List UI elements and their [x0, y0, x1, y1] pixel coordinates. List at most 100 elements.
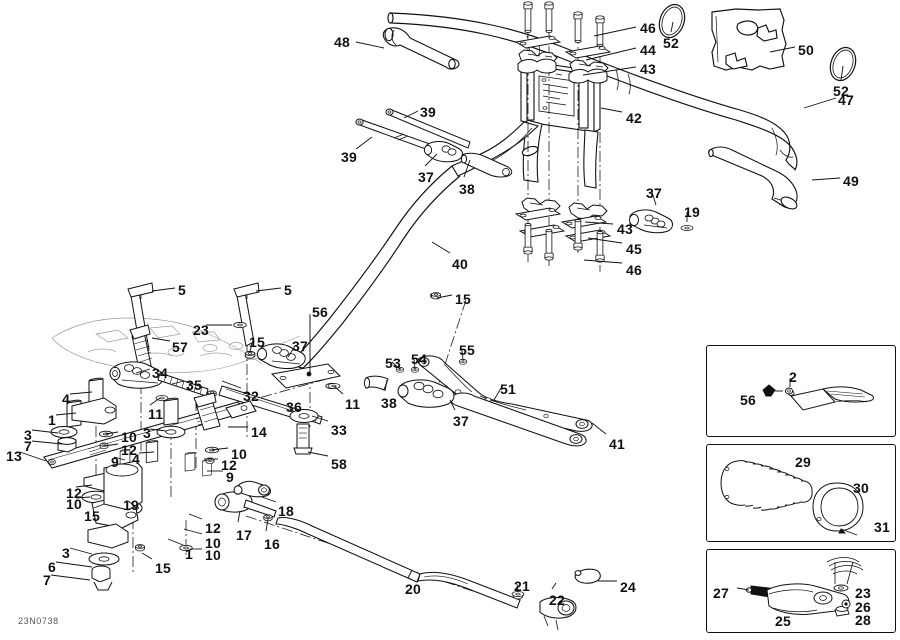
- callout-number-31: 31: [874, 519, 890, 535]
- callout-number-57: 57: [172, 339, 188, 355]
- callout-number-12: 12: [221, 457, 237, 473]
- leader-line-38: [384, 379, 388, 392]
- leader-line-41: [591, 422, 607, 435]
- callout-number-7: 7: [24, 438, 32, 454]
- leader-line-11: [333, 385, 344, 395]
- callout-number-55: 55: [459, 342, 475, 358]
- callout-number-14: 14: [251, 424, 267, 440]
- leader-line-12: [188, 513, 203, 520]
- callout-number-53: 53: [385, 355, 401, 371]
- leader-line-42: [600, 107, 623, 113]
- callout-number-42: 42: [626, 110, 642, 126]
- leader-line-39: [403, 110, 419, 119]
- callout-number-10: 10: [121, 429, 137, 445]
- leader-line-1: [167, 538, 184, 546]
- leader-line-13: [19, 451, 47, 462]
- leader-line-52: [670, 21, 674, 33]
- leader-line-10: [211, 447, 229, 451]
- callout-number-35: 35: [186, 377, 202, 393]
- callout-number-7: 7: [43, 572, 51, 588]
- callout-number-12: 12: [205, 520, 221, 536]
- leader-line-37: [287, 345, 296, 358]
- leader-line-1: [55, 412, 77, 416]
- leader-line-10: [105, 431, 119, 435]
- callout-number-9: 9: [226, 469, 234, 485]
- leader-line-46: [583, 259, 623, 264]
- inset-bracket-detail: [706, 345, 896, 437]
- callout-number-17: 17: [236, 527, 252, 543]
- leader-line-7: [31, 440, 63, 445]
- callout-number-4: 4: [62, 391, 70, 407]
- callout-number-50: 50: [798, 42, 814, 58]
- inset-lever-detail: [706, 549, 896, 633]
- inset-boot-art: [720, 460, 864, 536]
- callout-number-11: 11: [148, 406, 164, 422]
- callout-number-15: 15: [155, 560, 171, 576]
- leader-line-58: [307, 451, 329, 457]
- leader-line-47: [803, 97, 837, 109]
- callout-number-4: 4: [132, 451, 140, 467]
- leader-line-10: [183, 528, 203, 535]
- callout-number-23: 23: [193, 322, 209, 338]
- callout-number-32: 32: [243, 388, 259, 404]
- callout-number-3: 3: [143, 425, 151, 441]
- leader-line-15: [93, 503, 105, 509]
- callout-number-26: 26: [855, 599, 871, 615]
- callout-number-56: 56: [312, 304, 328, 320]
- leader-line-4: [69, 391, 93, 395]
- leader-line-9: [113, 456, 126, 461]
- callout-number-21: 21: [514, 578, 530, 594]
- callout-number-19: 19: [123, 497, 139, 513]
- leader-line-54: [413, 358, 416, 370]
- callout-number-10: 10: [231, 446, 247, 462]
- callout-number-19: 19: [684, 204, 700, 220]
- callout-number-51: 51: [500, 381, 516, 397]
- callout-number-46: 46: [626, 262, 642, 278]
- callout-number-38: 38: [459, 181, 475, 197]
- callout-number-3: 3: [62, 545, 70, 561]
- leader-line-7: [50, 574, 91, 581]
- leader-line-49: [811, 177, 841, 181]
- leader-line-3: [69, 547, 93, 555]
- leader-line-5: [255, 287, 282, 292]
- callout-number-22: 22: [549, 592, 565, 608]
- callout-number-37: 37: [418, 169, 434, 185]
- callout-number-37: 37: [292, 338, 308, 354]
- callout-number-56: 56: [740, 392, 756, 408]
- callout-number-58: 58: [331, 456, 347, 472]
- leader-line-38: [463, 159, 471, 178]
- leader-line-37: [651, 191, 657, 206]
- callout-number-18: 18: [278, 503, 294, 519]
- leader-line-15: [436, 294, 453, 299]
- leader-line-32: [221, 380, 242, 389]
- callout-number-2: 2: [789, 369, 797, 385]
- callout-number-54: 54: [411, 351, 427, 367]
- leader-line-46: [593, 26, 637, 37]
- leader-line-53: [391, 361, 401, 370]
- leader-line-11: [149, 397, 161, 406]
- leader-line-17: [237, 510, 241, 523]
- leader-line-16: [265, 518, 269, 532]
- callout-number-30: 30: [853, 480, 869, 496]
- callout-number-15: 15: [455, 291, 471, 307]
- leader-line-10: [75, 496, 91, 499]
- callout-number-27: 27: [713, 585, 729, 601]
- callout-number-34: 34: [152, 365, 168, 381]
- callout-number-39: 39: [420, 104, 436, 120]
- callout-number-3: 3: [24, 427, 32, 443]
- leader-line-50: [769, 46, 796, 53]
- callout-number-5: 5: [178, 282, 186, 298]
- callout-number-10: 10: [205, 535, 221, 551]
- leader-line-15: [249, 342, 253, 353]
- callout-number-37: 37: [453, 413, 469, 429]
- leader-line-43: [582, 66, 637, 76]
- callout-number-25: 25: [775, 613, 791, 629]
- callout-number-24: 24: [620, 579, 636, 595]
- callout-number-38: 38: [381, 395, 397, 411]
- leader-line-35: [171, 380, 185, 385]
- inset-boot-detail: [706, 444, 896, 542]
- callout-number-12: 12: [66, 485, 82, 501]
- leader-line-3: [31, 429, 59, 434]
- inset-lever-art: [736, 557, 864, 617]
- leader-line-18: [261, 496, 277, 503]
